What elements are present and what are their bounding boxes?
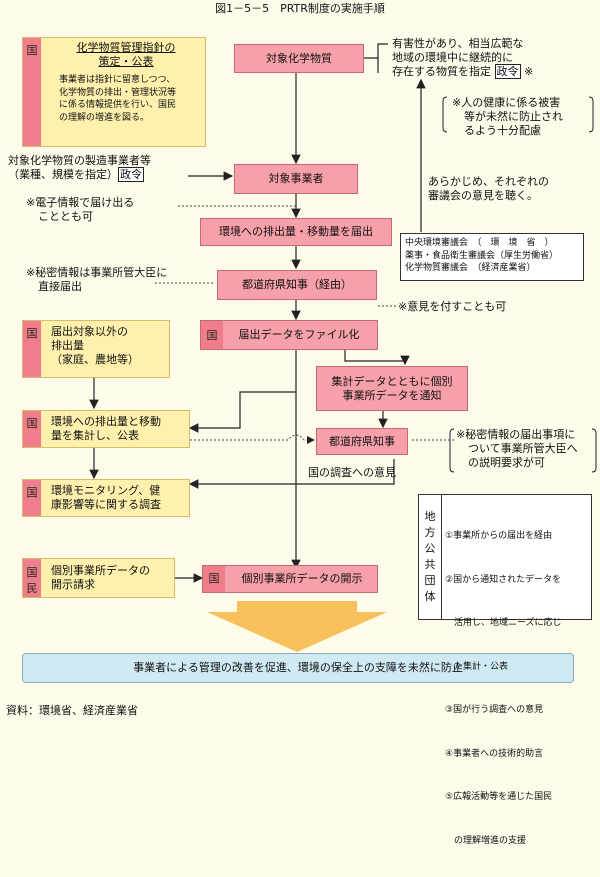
guideline-body-1: 事業者は指針に留意しつつ、	[59, 75, 176, 85]
council-note-2: 審議会の意見を聴く。	[428, 189, 538, 202]
local-gov-item: た集計・公表	[445, 661, 509, 672]
notify-line-2: 事業所データを通知	[342, 388, 442, 402]
governor-via-box: 都道府県知事（経由）	[217, 270, 377, 300]
nontarget-line-2: 排出量	[51, 339, 84, 352]
secret-request-3: の説明要求が可	[468, 456, 545, 469]
target-business-box: 対象事業者	[234, 164, 358, 194]
governor-box: 都道府県知事	[316, 428, 408, 455]
health-note-1: ※人の健康に係る被害	[452, 96, 561, 109]
outcome-arrow	[207, 601, 387, 652]
monitoring-line-2: 康影響等に関する調査	[51, 498, 161, 511]
file-data-label: 届出データをファイル化	[238, 328, 360, 341]
asterisk-mark: ※	[524, 65, 534, 78]
guideline-body: 事業者は指針に留意しつつ、 化学物質の排出・管理状況等 に係る情報提供を行い、国…	[59, 74, 205, 124]
health-note-3: るよう十分配慮	[464, 124, 541, 137]
seirei-tag: 政令	[118, 167, 144, 182]
local-gov-item: 活用し、地域ニーズに応じ	[445, 618, 562, 628]
citizen-request-line-1: 個別事業所データの	[51, 564, 150, 577]
guideline-body-4: の理解の増進を図る。	[59, 112, 150, 123]
notify-box: 集計データとともに個別 事業所データを通知	[316, 366, 468, 411]
electronic-note-1: ※電子情報で届け出る	[26, 196, 135, 209]
local-gov-item: ①事業所からの届出を経由	[445, 531, 553, 541]
aggregate-line-1: 環境への排出量と移動	[51, 415, 161, 428]
citizen-request-line-2: 開示請求	[51, 578, 95, 591]
target-substance-box: 対象化学物質	[234, 44, 364, 73]
nontarget-box: 国 届出対象以外の 排出量 （家庭、農地等）	[22, 320, 170, 378]
kuni-tag: 国	[23, 321, 41, 377]
substance-spec: 有害性があり、相当広範な 地域の環境中に継続的に 存在する物質を指定 政令 ※	[392, 37, 598, 79]
monitoring-line-1: 環境モニタリング、健	[51, 484, 161, 497]
local-gov-item: ④事業者への技術的助言	[445, 748, 544, 759]
local-gov-box: 地 方 公 共 団 体 ①事業所からの届出を経由 ②国から通知されたデータを 活…	[418, 494, 592, 846]
council-3: 化学物質審議会 （経済産業省）	[405, 263, 536, 273]
council-2: 薬事・食品衛生審議会（厚生労働省）	[405, 250, 559, 261]
local-gov-items: ①事業所からの届出を経由 ②国から通知されたデータを 活用し、地域ニーズに応じ …	[445, 500, 591, 877]
monitoring-box: 国 環境モニタリング、健 康影響等に関する調査	[22, 479, 190, 517]
council-1: 中央環境審議会 （ 環 境 省 ）	[405, 238, 554, 248]
substance-spec-2: 地域の環境中に継続的に	[392, 51, 513, 64]
local-gov-label: 地 方 公 共 団 体	[419, 495, 442, 619]
secret-note-2: 直接届出	[38, 280, 82, 293]
nontarget-text: 届出対象以外の 排出量 （家庭、農地等）	[51, 325, 139, 367]
seirei-tag: 政令	[494, 64, 521, 79]
national-survey-opinion: 国の調査への意見	[308, 466, 396, 479]
opinion-note: ※意見を付すことも可	[398, 300, 507, 313]
secret-request-1: ※秘密情報の届出事項に	[456, 428, 576, 441]
electronic-note-2: こととも可	[38, 210, 93, 223]
business-spec-line-1: 対象化学物質の製造事業者等	[8, 154, 151, 167]
notify-line-1: 集計データとともに個別	[331, 374, 453, 388]
health-note-2: 等が未然に防止され	[464, 110, 563, 123]
report-box: 環境への排出量・移動量を届出	[200, 218, 392, 246]
kuni-tag: 国	[23, 38, 41, 146]
aggregate-text: 環境への排出量と移動 量を集計し、公表	[51, 415, 161, 443]
secret-request-2: ついて事業所管大臣へ	[468, 442, 578, 455]
health-note: ※人の健康に係る被害 等が未然に防止され るよう十分配慮	[452, 96, 592, 138]
local-gov-item: ③国が行う調査への意見	[445, 705, 544, 715]
local-gov-item: ⑤広報活動等を通じた国民	[445, 792, 553, 802]
outcome-box: 事業者による管理の改善を促進、環境の保全上の支障を未然に防止	[22, 653, 574, 683]
council-note-1: あらかじめ、それぞれの	[428, 175, 549, 188]
council-note: あらかじめ、それぞれの 審議会の意見を聴く。	[428, 175, 596, 203]
aggregate-box: 国 環境への排出量と移動 量を集計し、公表	[22, 410, 190, 448]
min-char: 民	[26, 582, 38, 595]
guideline-box: 国 化学物質管理指針の 策定・公表 事業者は指針に留意しつつ、 化学物質の排出・…	[22, 37, 206, 147]
citizen-request-box: 国 民 個別事業所データの 開示請求	[22, 558, 175, 598]
kuni-min-tag: 国 民	[23, 559, 41, 597]
individual-disclosure-label: 個別事業所データの開示	[241, 572, 363, 585]
file-data-box: 国 届出データをファイル化	[200, 320, 378, 350]
kuni-tag: 国	[203, 566, 225, 592]
citizen-request-text: 個別事業所データの 開示請求	[51, 564, 150, 592]
substance-spec-1: 有害性があり、相当広範な	[392, 37, 524, 50]
council-list-box: 中央環境審議会 （ 環 境 省 ） 薬事・食品衛生審議会（厚生労働省） 化学物質…	[400, 233, 584, 281]
business-spec-line-2: （業種、規模を指定）政令	[8, 167, 144, 182]
local-gov-item: の理解増進の支援	[445, 835, 527, 846]
electronic-note: ※電子情報で届け出る こととも可	[26, 196, 186, 224]
flow-connectors	[89, 43, 597, 652]
local-gov-item: ②国から通知されたデータを	[445, 574, 562, 585]
nontarget-line-1: 届出対象以外の	[51, 325, 128, 338]
secret-note-1: ※秘密情報は事業所管大臣に	[26, 266, 168, 279]
substance-spec-3: 存在する物質を指定 政令 ※	[392, 64, 534, 79]
kuni-tag: 国	[23, 411, 41, 447]
secret-note: ※秘密情報は事業所管大臣に 直接届出	[26, 266, 216, 294]
individual-disclosure-box: 国 個別事業所データの開示	[202, 565, 378, 593]
nontarget-line-3: （家庭、農地等）	[51, 353, 139, 366]
kuni-char: 国	[26, 566, 38, 579]
guideline-heading-1: 化学物質管理指針の	[76, 41, 176, 54]
guideline-body-3: に係る情報提供を行い、国民	[59, 100, 177, 110]
business-spec: 対象化学物質の製造事業者等 （業種、規模を指定）政令	[8, 154, 190, 182]
guideline-body-2: 化学物質の排出・管理状況等	[59, 87, 177, 98]
kuni-tag: 国	[201, 321, 223, 349]
secret-request-note: ※秘密情報の届出事項に ついて事業所管大臣へ の説明要求が可	[456, 428, 596, 470]
aggregate-line-2: 量を集計し、公表	[51, 429, 139, 442]
kuni-tag: 国	[23, 480, 41, 516]
source-note: 資料：環境省、経済産業省	[6, 704, 138, 717]
monitoring-text: 環境モニタリング、健 康影響等に関する調査	[51, 484, 161, 512]
guideline-heading-2: 策定・公表	[98, 55, 154, 68]
guideline-heading: 化学物質管理指針の 策定・公表	[49, 41, 203, 69]
figure-title: 図1－5－5 PRTR制度の実施手順	[215, 2, 385, 15]
